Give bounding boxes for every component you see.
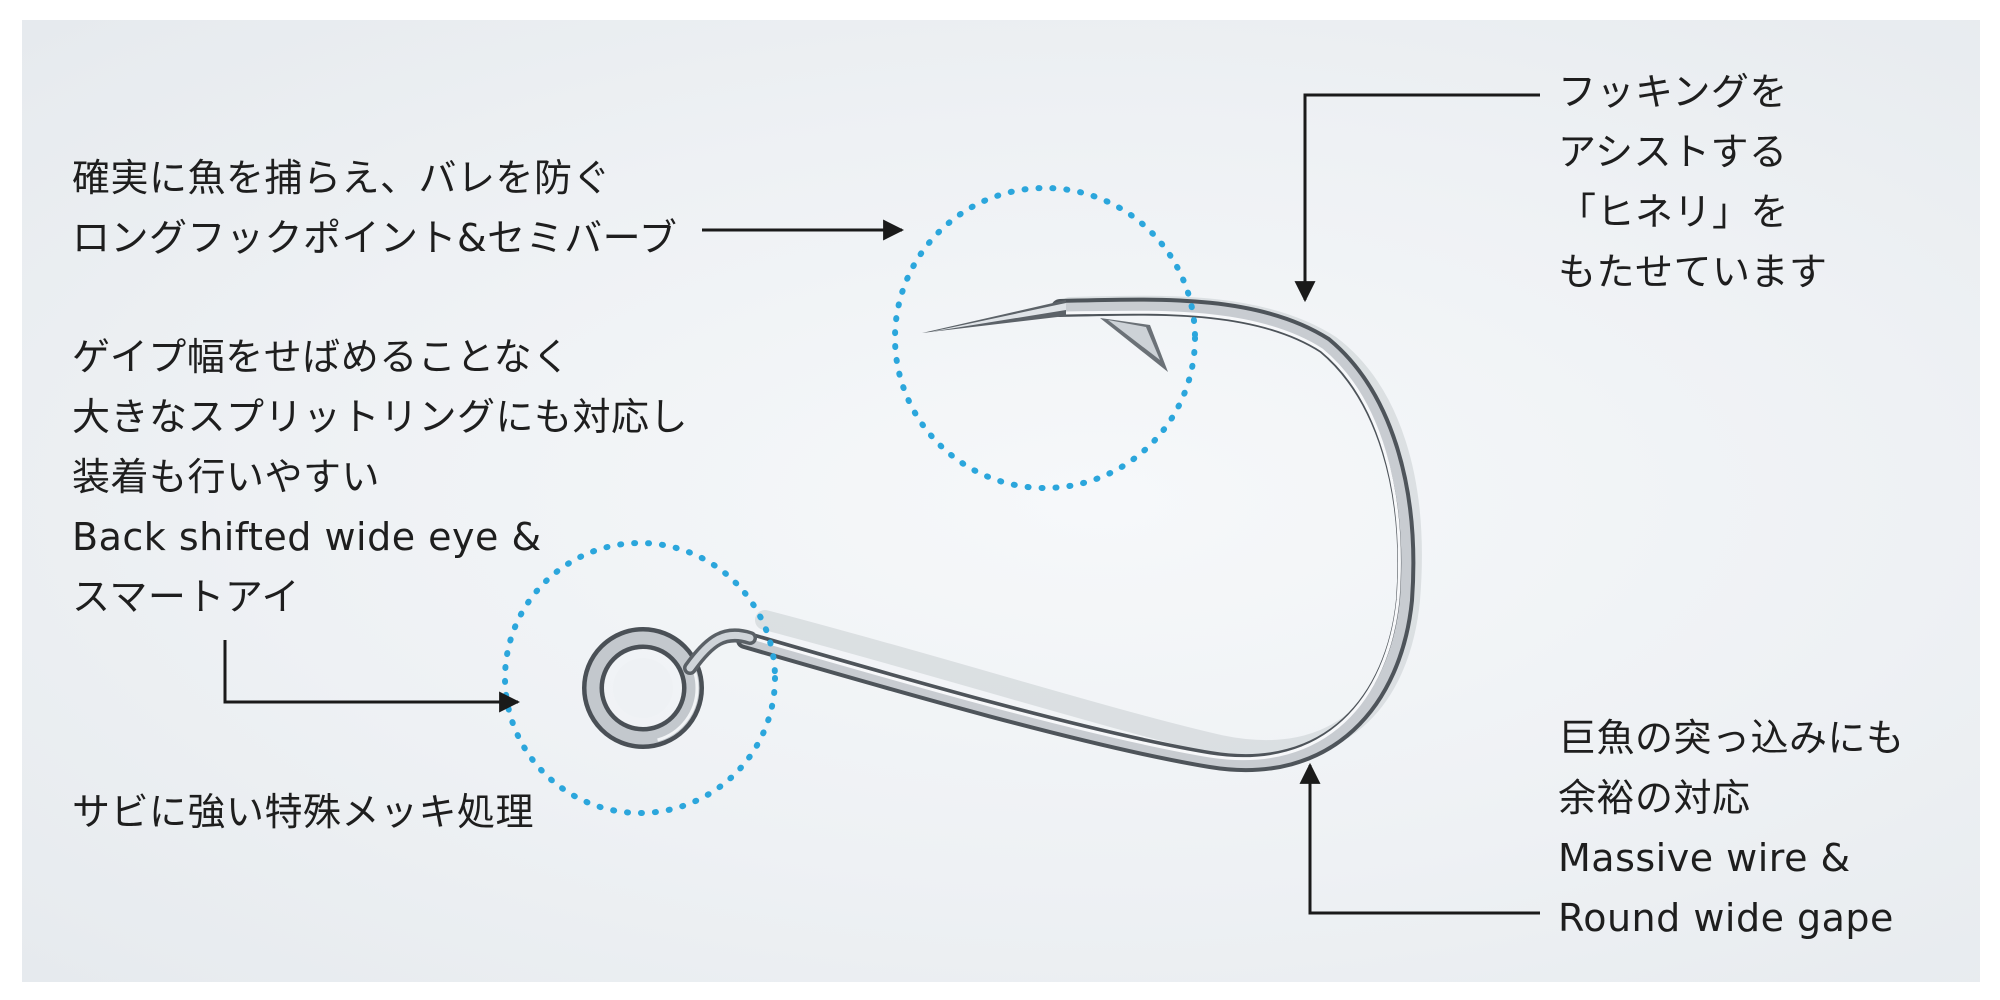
callout-line: アシストする xyxy=(1558,130,1788,174)
callout-line: Round wide gape xyxy=(1558,896,1894,940)
callout-line: スマートアイ xyxy=(72,575,300,619)
callout-line: Massive wire & xyxy=(1558,836,1851,880)
eye-arrow-icon xyxy=(223,640,521,713)
callout-line: サビに強い特殊メッキ処理 xyxy=(72,790,535,834)
point-highlight-circle xyxy=(892,185,1198,491)
callout-line: もたせています xyxy=(1558,250,1828,294)
callout-line: フッキングを xyxy=(1558,70,1788,114)
eye-callout: ゲイプ幅をせばめることなく 大きなスプリットリングにも対応し 装着も行いやすい … xyxy=(72,327,688,627)
callout-line: ゲイプ幅をせばめることなく xyxy=(72,335,571,379)
callout-line: 大きなスプリットリングにも対応し xyxy=(72,395,689,439)
callout-line: 確実に魚を捕らえ、バレを防ぐ xyxy=(72,156,612,200)
kirbed-arrow-icon xyxy=(1294,93,1540,303)
callout-line: 「ヒネリ」を xyxy=(1558,190,1790,234)
wire-callout: 巨魚の突っ込みにも 余裕の対応 Massive wire & Round wid… xyxy=(1558,708,1905,948)
callout-line: 装着も行いやすい xyxy=(72,455,381,499)
eye-highlight-circle xyxy=(502,540,778,816)
wire-arrow-icon xyxy=(1299,762,1540,915)
photo-background xyxy=(22,20,1980,982)
callout-line: Back shifted wide eye & xyxy=(72,515,542,559)
callout-line: ロングフックポイント&セミバーブ xyxy=(72,216,678,260)
point-callout: 確実に魚を捕らえ、バレを防ぐ ロングフックポイント&セミバーブ xyxy=(72,148,677,268)
kirbed-callout: フッキングを アシストする 「ヒネリ」を もたせています xyxy=(1558,62,1828,302)
fishing-hook-icon xyxy=(582,295,1422,773)
callout-line: 巨魚の突っ込みにも xyxy=(1558,716,1905,760)
callout-line: 余裕の対応 xyxy=(1558,776,1751,820)
plating-callout: サビに強い特殊メッキ処理 xyxy=(72,782,534,842)
